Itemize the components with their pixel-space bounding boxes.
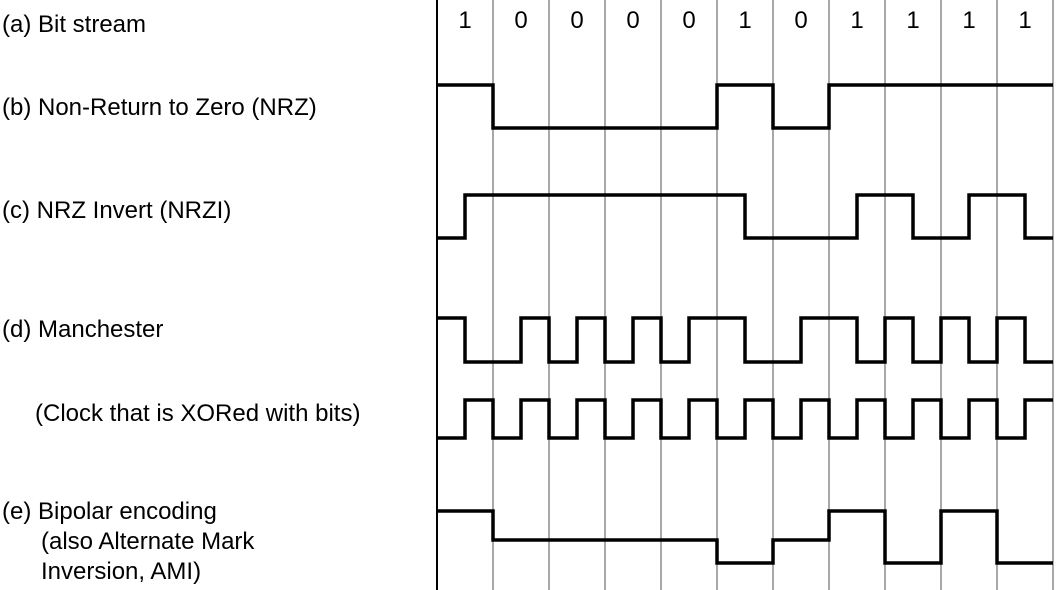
bit-value: 1 [1018,7,1032,34]
manchester-waveform [437,316,1053,364]
nrzi-waveform [437,193,1053,240]
clock-waveform [437,398,1053,440]
bit-value: 0 [570,7,584,34]
label-clock: (Clock that is XORed with bits) [35,400,361,427]
label-manchester: (d) Manchester [2,316,164,343]
bit-value: 1 [962,7,976,34]
label-bipolar-line3: Inversion, AMI) [41,558,202,585]
bit-value: 1 [738,7,752,34]
label-bipolar-line2: (also Alternate Mark [41,528,255,555]
bit-value: 1 [850,7,864,34]
label-bipolar-line1: (e) Bipolar encoding [2,498,217,525]
ami-waveform [437,509,1053,565]
label-nrzi: (c) NRZ Invert (NRZI) [2,197,232,224]
bit-value: 0 [794,7,808,34]
bit-value: 1 [458,7,472,34]
nrz-waveform [437,83,1053,130]
bit-value: 0 [682,7,696,34]
label-bit-stream: (a) Bit stream [2,11,147,38]
bit-value: 0 [626,7,640,34]
bit-value: 1 [906,7,920,34]
label-nrz: (b) Non-Return to Zero (NRZ) [2,94,317,121]
bit-value: 0 [514,7,528,34]
